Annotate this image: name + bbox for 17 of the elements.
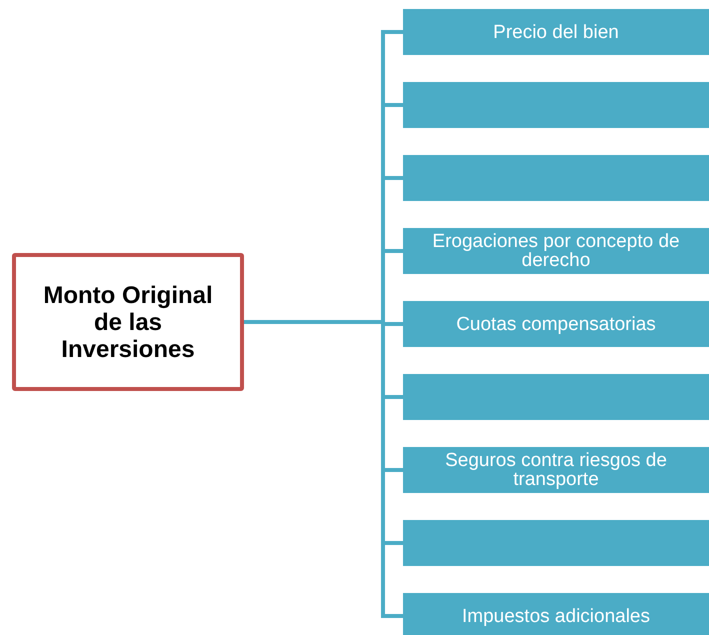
category-box [403,447,709,493]
category-box [403,9,709,55]
main-box [12,253,244,391]
empty-box [403,82,709,128]
empty-box [403,155,709,201]
empty-box [403,520,709,566]
category-label: Seguros contra riesgos de transporte [444,451,668,489]
title-text: Monto Original de las Inversiones [42,282,214,362]
connector-line [244,320,403,618]
category-box [403,301,709,347]
category-box [403,228,709,274]
category-label: Erogaciones por concepto de derecho [431,232,681,270]
category-label: Impuestos adicionales [461,606,651,626]
empty-box [403,374,709,420]
category-label: Precio del bien [492,22,620,42]
category-label: Cuotas compensatorias [455,314,657,334]
category-box [403,593,709,635]
